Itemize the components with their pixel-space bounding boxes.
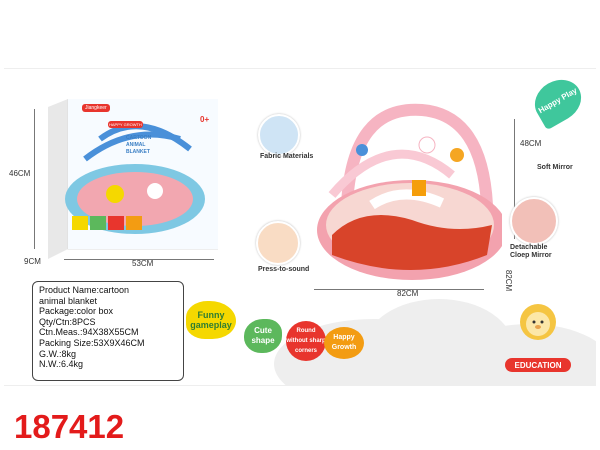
education-text: EDUCATION xyxy=(514,360,562,370)
info-line: Packing Size:53X9X46CM xyxy=(39,337,145,348)
info-line: Package:color box xyxy=(39,306,114,317)
box-title-1: CARTOON xyxy=(126,135,152,141)
box-title-2: ANIMAL xyxy=(126,142,146,148)
mat-width-line xyxy=(314,289,484,290)
happy-growth-badge: Happy Growth xyxy=(324,327,364,359)
mat-height-label: 48CM xyxy=(520,139,542,148)
box-width-line xyxy=(64,259,214,260)
info-line: Product Name:cartoon xyxy=(39,285,130,295)
box-width-label: 53CM xyxy=(132,259,154,268)
play-mat xyxy=(302,85,507,285)
box-title-3: BLANKET xyxy=(126,149,150,155)
info-line: N.W.:6.4kg xyxy=(39,359,84,370)
product-info-box: Product Name:cartoon animal blanket Pack… xyxy=(32,281,184,381)
info-line: Qty/Ctn:8PCS xyxy=(39,316,96,327)
mat-depth-label: 82CM xyxy=(504,269,514,292)
education-badge: EDUCATION xyxy=(505,358,571,372)
product-box: Jiangkeer HAPPY GROWTH 0+ CARTOON ANIMAL… xyxy=(40,98,219,259)
box-depth-label: 9CM xyxy=(24,257,41,266)
box-badge: HAPPY GROWTH xyxy=(108,121,143,128)
mirror-photo xyxy=(510,197,558,245)
box-brand: Jiangkeer xyxy=(82,104,110,112)
cute-text: Cute shape xyxy=(251,326,275,345)
happy-growth-text: Happy Growth xyxy=(331,334,357,351)
happy-play-text: Happy Play xyxy=(536,85,579,116)
info-line: animal blanket xyxy=(39,295,98,306)
cute-badge: Cute shape xyxy=(244,319,282,353)
fabric-label: Fabric Materials xyxy=(260,153,314,160)
funny-text: Funny gameplay xyxy=(190,310,232,330)
product-panel: Jiangkeer HAPPY GROWTH 0+ CARTOON ANIMAL… xyxy=(4,68,596,386)
info-line: G.W.:8kg xyxy=(39,348,77,359)
happy-play-badge: Happy Play xyxy=(527,71,589,131)
soft-mirror-label: Soft Mirror xyxy=(537,164,573,171)
detachable-label: Detachable Cloep Mirror xyxy=(510,244,552,259)
funny-badge: Funny gameplay xyxy=(186,301,236,339)
sound-photo xyxy=(256,221,300,265)
round-badge: Round without sharp corners xyxy=(286,321,326,361)
box-height-label: 46CM xyxy=(9,169,31,178)
box-age: 0+ xyxy=(200,115,210,124)
round-text: Round without sharp corners xyxy=(286,328,326,354)
mat-width-label: 82CM xyxy=(397,289,419,298)
press-label: Press-to-sound xyxy=(258,266,310,273)
fabric-photo xyxy=(258,114,300,156)
info-line: Ctn.Meas.:94X38X55CM xyxy=(39,327,139,338)
mat-height-line xyxy=(514,119,515,239)
box-height-line xyxy=(34,109,35,249)
product-code: 187412 xyxy=(14,408,125,445)
lion-mascot xyxy=(518,303,558,341)
